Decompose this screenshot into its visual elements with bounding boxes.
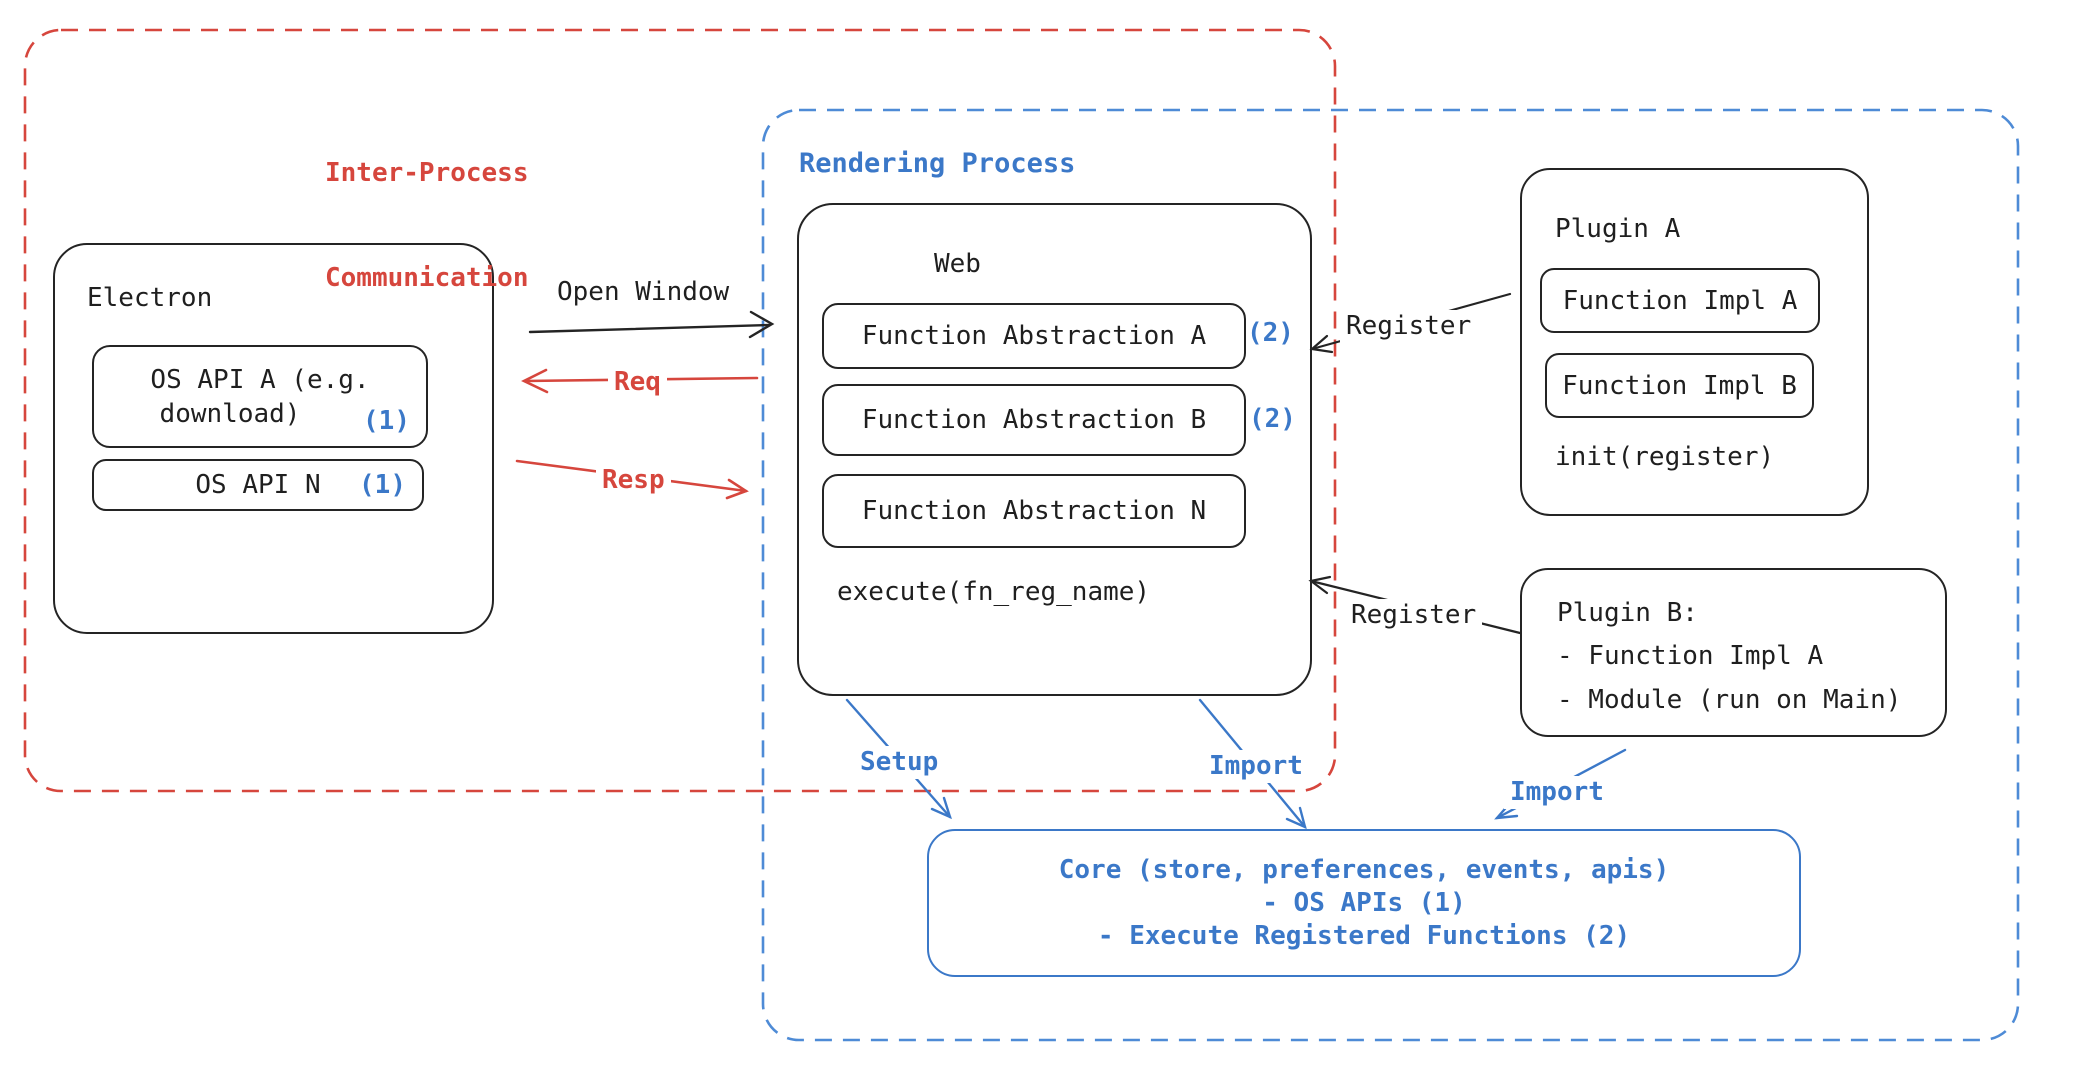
core-line3: - Execute Registered Functions (2) bbox=[1097, 920, 1631, 951]
plugin-b-title: Plugin B: bbox=[1557, 598, 1698, 628]
function-abstraction-a-badge: (2) bbox=[1247, 318, 1294, 348]
function-abstraction-b-box: Function Abstraction B bbox=[822, 384, 1246, 456]
core-line1: Core (store, preferences, events, apis) bbox=[1058, 854, 1670, 885]
import-web-label: Import bbox=[1203, 750, 1309, 783]
function-abstraction-n-box: Function Abstraction N bbox=[822, 474, 1246, 548]
function-abstraction-b-badge: (2) bbox=[1249, 404, 1296, 434]
function-impl-a-box: Function Impl A bbox=[1540, 268, 1820, 333]
web-box: Web Function Abstraction A (2) Function … bbox=[797, 203, 1312, 696]
os-api-a-line1: OS API A (e.g. bbox=[150, 364, 370, 395]
core-box: Core (store, preferences, events, apis) … bbox=[927, 829, 1801, 977]
open-window-label: Open Window bbox=[551, 276, 736, 309]
init-register-label: init(register) bbox=[1555, 442, 1775, 472]
register-top-label: Register bbox=[1340, 310, 1478, 343]
function-impl-b-label: Function Impl B bbox=[1562, 370, 1797, 401]
os-api-a-label: OS API A (e.g. download) bbox=[150, 363, 369, 431]
function-abstraction-a-label: Function Abstraction A bbox=[861, 321, 1207, 351]
import-plugin-label: Import bbox=[1504, 776, 1610, 809]
core-line2: - OS APIs (1) bbox=[1262, 887, 1466, 918]
web-title: Web bbox=[934, 249, 981, 279]
function-abstraction-n-label: Function Abstraction N bbox=[861, 496, 1207, 526]
ipc-label: Inter-Process Communication bbox=[325, 86, 529, 366]
setup-label: Setup bbox=[854, 746, 945, 779]
resp-label: Resp bbox=[596, 464, 671, 497]
function-abstraction-b-label: Function Abstraction B bbox=[861, 405, 1207, 435]
function-impl-b-box: Function Impl B bbox=[1545, 353, 1814, 418]
ipc-label-line1: Inter-Process bbox=[325, 158, 529, 188]
plugin-b-line1: - Function Impl A bbox=[1557, 641, 1824, 671]
os-api-n-label: OS API N bbox=[195, 470, 321, 500]
register-bottom-label: Register bbox=[1345, 599, 1483, 632]
req-label: Req bbox=[608, 366, 667, 399]
open-window-arrow-icon bbox=[528, 310, 775, 339]
ipc-label-line2: Communication bbox=[325, 263, 529, 293]
electron-title: Electron bbox=[87, 283, 213, 313]
plugin-b-line2: - Module (run on Main) bbox=[1557, 685, 1902, 715]
os-api-a-line2: download) bbox=[159, 398, 301, 429]
execute-code-label: execute(fn_reg_name) bbox=[837, 577, 1151, 607]
rendering-process-label: Rendering Process bbox=[799, 148, 1076, 179]
plugin-a-title: Plugin A bbox=[1555, 214, 1681, 244]
plugin-a-box: Plugin A Function Impl A Function Impl B… bbox=[1520, 168, 1869, 516]
function-impl-a-label: Function Impl A bbox=[1562, 285, 1798, 316]
os-api-n-box: OS API N (1) bbox=[92, 459, 424, 511]
plugin-b-box: Plugin B: - Function Impl A - Module (ru… bbox=[1520, 568, 1947, 737]
function-abstraction-a-box: Function Abstraction A bbox=[822, 303, 1246, 369]
os-api-a-badge: (1) bbox=[363, 406, 410, 436]
os-api-n-badge: (1) bbox=[359, 470, 406, 500]
